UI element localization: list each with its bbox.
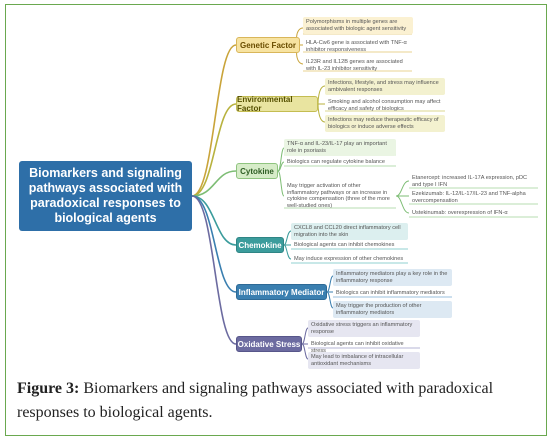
root-label: Biomarkers and signaling pathways associ… bbox=[28, 166, 183, 225]
leaf-genetic-1: Polymorphisms in multiple genes are asso… bbox=[303, 17, 413, 35]
figure-frame bbox=[5, 4, 547, 436]
leaf-chemokine-3: May induce expression of other chemokine… bbox=[294, 256, 404, 262]
category-inflammatory-mediator: Inflammatory Mediator bbox=[236, 284, 327, 300]
leaf-mediator-1: Inflammatory mediators play a key role i… bbox=[333, 269, 452, 287]
leaf-chemokine-1: CXCL8 and CCL20 direct inflammatory cell… bbox=[291, 223, 408, 241]
leaf-chemokine-2: Biological agents can inhibit chemokines bbox=[294, 242, 395, 248]
leaf-oxidative-3: May lead to imbalance of intracellular a… bbox=[308, 352, 420, 370]
category-environmental-factor: Environmental Factor bbox=[236, 95, 318, 113]
category-label: Environmental Factor bbox=[237, 95, 293, 113]
category-cytokine: Cytokine bbox=[236, 163, 278, 179]
category-chemokine: Chemokine bbox=[236, 237, 284, 253]
leaf-cytokine-sub-2: Ezekizumab: IL-12/IL-17/IL-23 and TNF-al… bbox=[412, 191, 526, 204]
leaf-cytokine-3: May trigger activation of other inflamma… bbox=[287, 183, 390, 209]
leaf-environmental-1: Infections, lifestyle, and stress may in… bbox=[325, 78, 445, 96]
category-label: Cytokine bbox=[240, 166, 274, 176]
figure-caption: Figure 3: Biomarkers and signaling pathw… bbox=[17, 377, 542, 425]
leaf-cytokine-sub-1: Etanercept: increased IL-17A expression,… bbox=[412, 175, 528, 188]
category-label: Inflammatory Mediator bbox=[238, 287, 325, 297]
category-label: Oxidative Stress bbox=[237, 339, 301, 349]
leaf-oxidative-1: Oxidative stress triggers an inflammator… bbox=[308, 320, 420, 338]
leaf-genetic-2: HLA-Cw6 gene is associated with TNF-α in… bbox=[306, 40, 407, 53]
leaf-genetic-3: IL23R and IL12B genes are associated wit… bbox=[306, 59, 403, 72]
leaf-oxidative-2: Biological agents can inhibit oxidative … bbox=[311, 341, 404, 354]
caption-text: Biomarkers and signaling pathways associ… bbox=[17, 380, 494, 421]
leaf-mediator-3: May trigger the production of other infl… bbox=[333, 301, 452, 319]
category-oxidative-stress: Oxidative Stress bbox=[236, 336, 302, 352]
caption-label: Figure 3: bbox=[17, 380, 80, 397]
leaf-environmental-2: Smoking and alcohol consumption may affe… bbox=[328, 99, 441, 112]
category-genetic-factor: Genetic Factor bbox=[236, 37, 300, 53]
leaf-cytokine-2: Biologics can regulate cytokine balance bbox=[287, 159, 385, 165]
leaf-mediator-2: Biologics can inhibit inflammatory media… bbox=[336, 290, 445, 296]
leaf-cytokine-sub-3: Ustekinumab: overexpression of IFN-α bbox=[412, 210, 508, 216]
category-label: Genetic Factor bbox=[239, 40, 296, 50]
leaf-cytokine-1: TNF-α and IL-23/IL-17 play an important … bbox=[284, 139, 396, 157]
root-node: Biomarkers and signaling pathways associ… bbox=[19, 161, 192, 231]
leaf-environmental-3: Infections may reduce therapeutic effica… bbox=[325, 115, 445, 133]
category-label: Chemokine bbox=[238, 240, 282, 250]
